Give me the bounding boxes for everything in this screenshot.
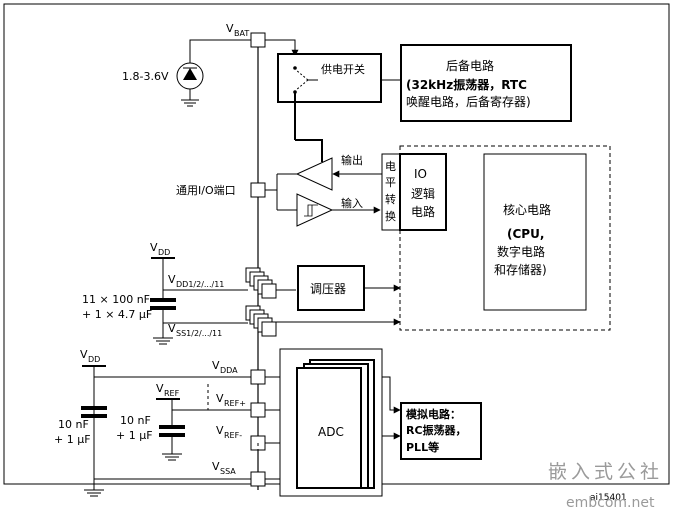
vssa-pin [250, 471, 266, 487]
vbat-to-switch [265, 39, 299, 57]
main-cap-value-1: 11 × 100 nF [82, 293, 150, 306]
adc-label: ADC [318, 425, 344, 439]
backup-circuit-box [400, 44, 572, 122]
battery-symbol [176, 62, 204, 107]
vdd-label: V DD [150, 241, 170, 257]
svg-text:V: V [80, 348, 88, 361]
power-switch-label: 供电开关 [321, 62, 365, 76]
output-label: 输出 [341, 153, 363, 167]
svg-text:V: V [168, 273, 176, 286]
level-shift-char-1: 电 [385, 160, 396, 173]
analog-line3: PLL等 [406, 440, 439, 454]
svg-text:DD: DD [158, 248, 170, 257]
regulator-label: 调压器 [310, 282, 346, 296]
vss-rail-label: V SS1/2/.../11 [168, 322, 222, 338]
backup-line3: 唤醒电路，后备寄存器) [406, 94, 531, 109]
vss-pin-stack [245, 305, 277, 337]
vdd-analog-label: V DD [80, 348, 100, 364]
analog-cap-value-2: + 1 µF [54, 433, 91, 446]
vref-cap-value-1: 10 nF [120, 414, 151, 427]
vdda-pin [250, 369, 266, 385]
svg-text:V: V [216, 392, 224, 405]
analog-line1: 模拟电路： [406, 407, 461, 421]
svg-text:DD: DD [88, 355, 100, 364]
svg-text:V: V [150, 241, 158, 254]
core-line3: 数字电路 [497, 244, 545, 259]
svg-text:V: V [212, 460, 220, 473]
vdd-pin-stack [245, 267, 277, 299]
vrefm-label: V REF- [216, 424, 242, 440]
svg-text:BAT: BAT [234, 29, 249, 38]
svg-text:V: V [216, 424, 224, 437]
backup-title: 后备电路 [446, 58, 494, 73]
adc-box [296, 367, 362, 489]
analog-cap-value-1: 10 nF [58, 418, 89, 431]
watermark-domain: embcom.net [566, 495, 655, 511]
io-logic-line2: 逻辑 [411, 187, 435, 201]
output-buffer [277, 157, 382, 191]
vrefp-pin [250, 402, 266, 418]
io-port-label: 通用I/O端口 [176, 184, 236, 197]
svg-text:REF-: REF- [224, 431, 242, 440]
core-title: 核心电路 [503, 202, 551, 217]
vbat-pin [250, 32, 266, 48]
svg-text:DDA: DDA [220, 366, 238, 375]
svg-text:V: V [212, 359, 220, 372]
vbat-label: V BAT [226, 22, 249, 38]
analog-line2: RC振荡器， [406, 423, 467, 437]
svg-text:V: V [168, 322, 176, 335]
analog-circuit-box [400, 402, 482, 460]
svg-text:DD1/2/.../11: DD1/2/.../11 [176, 280, 224, 289]
io-logic-line1: IO [414, 167, 427, 181]
svg-text:SS1/2/.../11: SS1/2/.../11 [176, 329, 222, 338]
main-cap-value-2: + 1 × 4.7 µF [82, 308, 152, 321]
svg-text:V: V [226, 22, 234, 35]
input-buffer [277, 193, 381, 227]
power-switch-box [277, 53, 382, 103]
io-logic-line3: 电路 [411, 204, 435, 219]
switch-to-io-wire-2 [295, 139, 323, 162]
svg-text:V: V [156, 382, 164, 395]
core-line2: (CPU, [507, 227, 544, 241]
vref-decoupling-capacitor [159, 425, 185, 437]
svg-text:REF+: REF+ [224, 399, 246, 408]
vref-cap-value-2: + 1 µF [116, 429, 153, 442]
vdda-label: V DDA [212, 359, 238, 375]
svg-text:REF: REF [164, 389, 180, 398]
vrefp-label: V REF+ [216, 392, 246, 408]
svg-text:SSA: SSA [220, 467, 236, 476]
watermark-chinese: 嵌入式公社 [548, 461, 663, 483]
core-line4: 和存储器) [494, 262, 547, 277]
analog-decoupling-capacitor [81, 406, 107, 418]
vdd-rail-label: V DD1/2/.../11 [168, 273, 224, 289]
figure-id: ai15401 [590, 493, 627, 503]
core-domain-dashed [399, 145, 611, 331]
io-port-pin [250, 182, 266, 198]
adc-to-analog-top [382, 376, 401, 414]
core-circuit-box [483, 153, 587, 311]
vssa-label: V SSA [212, 460, 236, 476]
backup-line2: (32kHz振荡器，RTC [406, 77, 527, 92]
level-shift-char-3: 转 [385, 192, 396, 206]
battery-range-label: 1.8-3.6V [122, 70, 169, 83]
main-decoupling-capacitor [150, 290, 176, 323]
level-shift-char-2: 平 [385, 176, 396, 189]
input-label: 输入 [341, 196, 363, 210]
vref-label: V REF [156, 382, 180, 398]
level-shift-char-4: 换 [385, 209, 396, 223]
